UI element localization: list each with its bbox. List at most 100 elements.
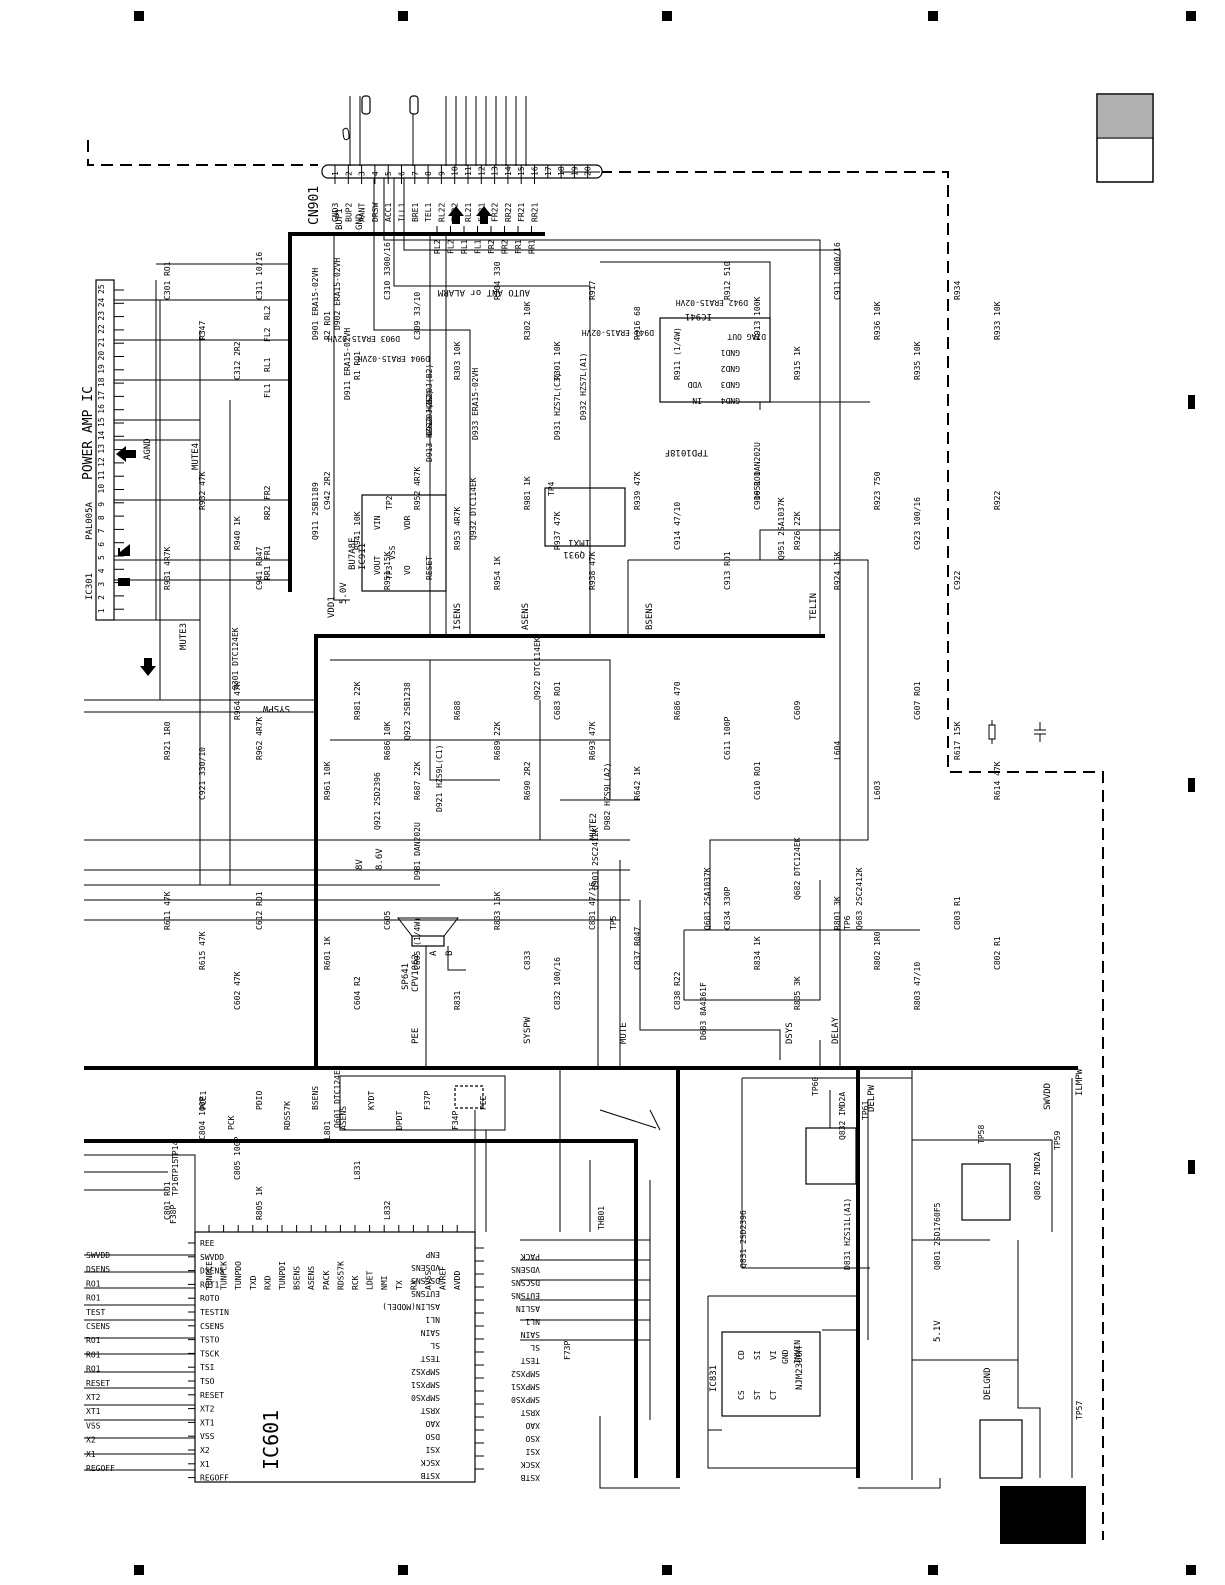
net-syspw-bottom: SYSPW <box>523 1016 533 1044</box>
power-amp-pin-number: 12 <box>97 457 106 467</box>
power-amp-pin-number: 8 <box>97 515 106 520</box>
power-amp-part: PAL005A <box>85 501 95 540</box>
net-pee: PEE <box>411 1028 421 1044</box>
net-ilmpw: ILMPW <box>1075 1068 1085 1096</box>
component-value: C837 R047 <box>633 926 642 970</box>
test-point-label: TP59 <box>1053 1131 1062 1150</box>
power-amp-pin-number: 13 <box>97 444 106 454</box>
cpu-right-pin: SMPXS1 <box>411 1380 440 1389</box>
q931-imx1: Q931 IMX1 <box>544 487 626 559</box>
component-value: R611 47K <box>163 891 172 930</box>
component-value: C921 330/10 <box>198 747 207 800</box>
cpu-top-pin: AVSS <box>424 1271 433 1290</box>
speaker-line-label: FR2 <box>487 239 496 254</box>
ic941-pin-vdd: VDD <box>687 380 702 389</box>
cpu-right-net: PACK <box>521 1252 540 1261</box>
component-value: R921 1R0 <box>163 721 172 760</box>
diode-label: D982 HZS9L(A2) <box>603 763 612 830</box>
component-value: C805 100P <box>233 1136 242 1180</box>
diode-label: D831 HZS11L(A1) <box>843 1198 852 1270</box>
component-value: R954 1K <box>493 556 502 590</box>
component-value: R932 47K <box>198 471 207 510</box>
registration-marks <box>134 11 1196 1575</box>
test-point-label: TP5 <box>609 915 618 930</box>
diode-label: D903 ERA15-02VH <box>328 334 400 343</box>
component-value: R938 47K <box>588 551 597 590</box>
cpu-right-net: SMPXS1 <box>511 1382 540 1391</box>
component-value: C838 R22 <box>673 971 682 1010</box>
cpu-top-pin: RXD <box>263 1275 272 1290</box>
component-value: R961 10K <box>323 761 332 800</box>
pa-speaker-line-label: RR2 <box>263 505 272 520</box>
cpu-left-pin: TSTO <box>200 1336 219 1345</box>
power-amp-title: POWER AMP IC <box>81 386 96 480</box>
connector-pin-name: BRE1 <box>411 203 420 222</box>
cpu-top-net: PEE <box>479 1095 488 1110</box>
component-value: L831 <box>353 1161 362 1180</box>
power-amp-pin-number: 14 <box>97 430 106 440</box>
component-value: C831 47/16 <box>588 882 597 930</box>
component-value: C605 <box>383 911 392 930</box>
component-value: R689 22K <box>493 721 502 760</box>
cpu-left-net: X1 <box>86 1450 96 1459</box>
component-value: R916 68 <box>633 306 642 340</box>
test-point-label: TP16 <box>171 1177 180 1196</box>
test-point-label: TP3 <box>385 565 394 580</box>
cpu-right-net: XSTB <box>521 1473 540 1482</box>
component-value: C834 330P <box>723 886 732 930</box>
cpu-left-pin: TSI <box>200 1363 215 1372</box>
q902-block <box>979 1419 1023 1479</box>
q802-block <box>961 1163 1011 1221</box>
cpu-right-net: XSCK <box>521 1460 540 1469</box>
net-agnd: AGND <box>143 438 153 460</box>
component-value: C683 RO1 <box>553 681 562 720</box>
net-delgnd: DELGND <box>983 1367 993 1400</box>
cpu-left-net: SWVDD <box>86 1251 110 1260</box>
transistor-label: Q901 2SC2412K <box>591 827 600 890</box>
speaker-line-label: FR1 <box>514 239 523 254</box>
component-value: C832 100/16 <box>553 957 562 1010</box>
component-value: C914 47/10 <box>673 502 682 550</box>
power-amp-pin-number: 25 <box>97 284 106 294</box>
power-amp-pin-number: 5 <box>97 555 106 560</box>
cpu-top-pin: RDS57K <box>336 1261 345 1290</box>
component-value: R911 (1/4W) <box>673 327 682 380</box>
cpu-top-net: F37P <box>423 1091 432 1110</box>
cpu-top-net: F34P <box>451 1111 460 1130</box>
component-value: R915 1K <box>793 346 802 380</box>
connector-pin-name: BUP2 <box>344 203 353 222</box>
resistor-symbol <box>988 724 996 740</box>
net-delpw: DELPW <box>867 1084 877 1112</box>
cpu-right-pin: ASLIN(MODEL) <box>382 1302 440 1311</box>
capacitor-symbol <box>1034 722 1046 742</box>
test-point-label: TP57 <box>1075 1401 1084 1420</box>
component-value: R615 47K <box>198 931 207 970</box>
ic831-pin-gnd: GND <box>781 1349 790 1364</box>
ic941-pin-gnd2: GND2 <box>721 364 740 373</box>
cpu-left-pin: XT2 <box>200 1405 215 1414</box>
test-point-label: TP15 <box>171 1159 180 1178</box>
ic941-part: TPD1018F <box>665 447 708 457</box>
page-number-block <box>1000 1486 1086 1544</box>
component-value: R936 10K <box>873 301 882 340</box>
cpu-right-pin: TEST <box>421 1354 440 1363</box>
component-value: R301 10K <box>553 341 562 380</box>
diode-label: D683 8A4361F <box>699 982 708 1040</box>
component-value: C607 RO1 <box>913 681 922 720</box>
cpu-right-pin: DSO <box>425 1432 440 1441</box>
transistor-label: Q923 2SB1238 <box>403 682 412 740</box>
speaker-sp641: SP641 CPV1062 A B <box>396 917 466 1066</box>
net-syspw-top: SYSPW <box>262 703 290 713</box>
component-value: C913 RO1 <box>723 551 732 590</box>
component-value: R952 4R7K <box>413 466 422 510</box>
ic831-pin-si: SI <box>753 1350 762 1360</box>
cpu-right-net: XSO <box>525 1434 540 1443</box>
net-dsys: DSYS <box>785 1022 795 1044</box>
cpu-left-net: TEST <box>86 1308 105 1317</box>
component-value: C916 RO1 <box>753 471 762 510</box>
cpu-top-pin: LDET <box>366 1271 375 1290</box>
component-value: R953 4R7K <box>453 506 462 550</box>
